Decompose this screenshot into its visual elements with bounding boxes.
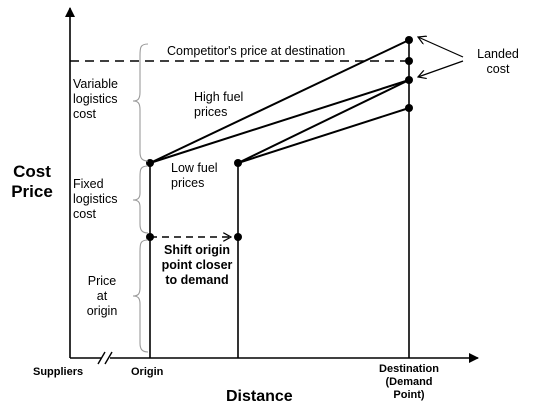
x-tick-suppliers: Suppliers bbox=[33, 366, 84, 378]
price-origin-line-1: Price bbox=[87, 274, 117, 288]
landed-cost-line-1: Landed bbox=[477, 47, 519, 61]
price-origin-line-3: origin bbox=[86, 304, 118, 318]
landed-cost-arrow-2 bbox=[418, 60, 464, 77]
point-landed-competitor bbox=[405, 57, 413, 65]
landed-cost-line-2: cost bbox=[486, 62, 510, 76]
x-tick-destination-line-3: Point) bbox=[393, 389, 425, 401]
shift-origin-line-3: to demand bbox=[165, 273, 229, 287]
point-shifted-base bbox=[234, 159, 242, 167]
fixed-cost-label: Fixed logistics cost bbox=[73, 177, 117, 222]
high-fuel-line-shifted bbox=[237, 79, 410, 164]
high-fuel-line-2: prices bbox=[194, 105, 228, 119]
bracket-variable bbox=[132, 43, 149, 162]
y-axis-label-line-2: Price bbox=[11, 182, 53, 201]
x-tick-destination: Destination (Demand Point) bbox=[369, 363, 449, 402]
point-landed-low-shifted bbox=[405, 104, 413, 112]
y-axis-label: Cost Price bbox=[5, 162, 59, 202]
point-landed-high-origin bbox=[405, 36, 413, 44]
x-axis-label: Distance bbox=[226, 388, 293, 405]
landed-cost-arrow-1 bbox=[418, 37, 464, 58]
x-tick-destination-line-2: (Demand bbox=[385, 376, 433, 388]
low-fuel-line-2: prices bbox=[171, 176, 205, 190]
axis-break-mark-1 bbox=[97, 351, 106, 365]
variable-cost-line-2: logistics bbox=[73, 92, 118, 106]
low-fuel-line-1: Low fuel bbox=[171, 161, 218, 175]
axis-break-mark-2 bbox=[104, 351, 113, 365]
high-fuel-line-origin bbox=[149, 39, 410, 164]
variable-cost-line-3: cost bbox=[73, 107, 96, 121]
high-fuel-line-1: High fuel bbox=[194, 90, 244, 104]
low-fuel-line-shifted bbox=[237, 107, 410, 164]
high-fuel-label: High fuel prices bbox=[194, 90, 243, 120]
landed-cost-label: Landed cost bbox=[470, 47, 526, 77]
bracket-fixed bbox=[132, 165, 149, 234]
fixed-cost-line-3: cost bbox=[73, 207, 96, 221]
bracket-price-origin bbox=[132, 239, 149, 353]
fixed-cost-line-1: Fixed bbox=[73, 177, 104, 191]
shift-origin-label: Shift origin point closer to demand bbox=[155, 243, 239, 288]
low-fuel-line-origin bbox=[149, 79, 410, 164]
shift-origin-line-2: point closer bbox=[161, 258, 233, 272]
point-origin-price bbox=[146, 233, 154, 241]
variable-cost-label: Variable logistics cost bbox=[73, 77, 118, 122]
y-axis-label-line-1: Cost bbox=[13, 162, 51, 181]
low-fuel-label: Low fuel prices bbox=[171, 161, 218, 191]
price-origin-line-2: at bbox=[96, 289, 108, 303]
shift-origin-line-1: Shift origin bbox=[164, 243, 230, 257]
price-origin-label: Price at origin bbox=[78, 274, 126, 319]
point-landed-convergent bbox=[405, 76, 413, 84]
x-tick-origin: Origin bbox=[131, 366, 164, 378]
fixed-cost-line-2: logistics bbox=[73, 192, 118, 206]
point-shifted-price bbox=[234, 233, 242, 241]
competitor-price-label: Competitor's price at destination bbox=[165, 44, 348, 59]
variable-cost-line-1: Variable bbox=[73, 77, 118, 91]
x-tick-destination-line-1: Destination bbox=[379, 363, 439, 375]
